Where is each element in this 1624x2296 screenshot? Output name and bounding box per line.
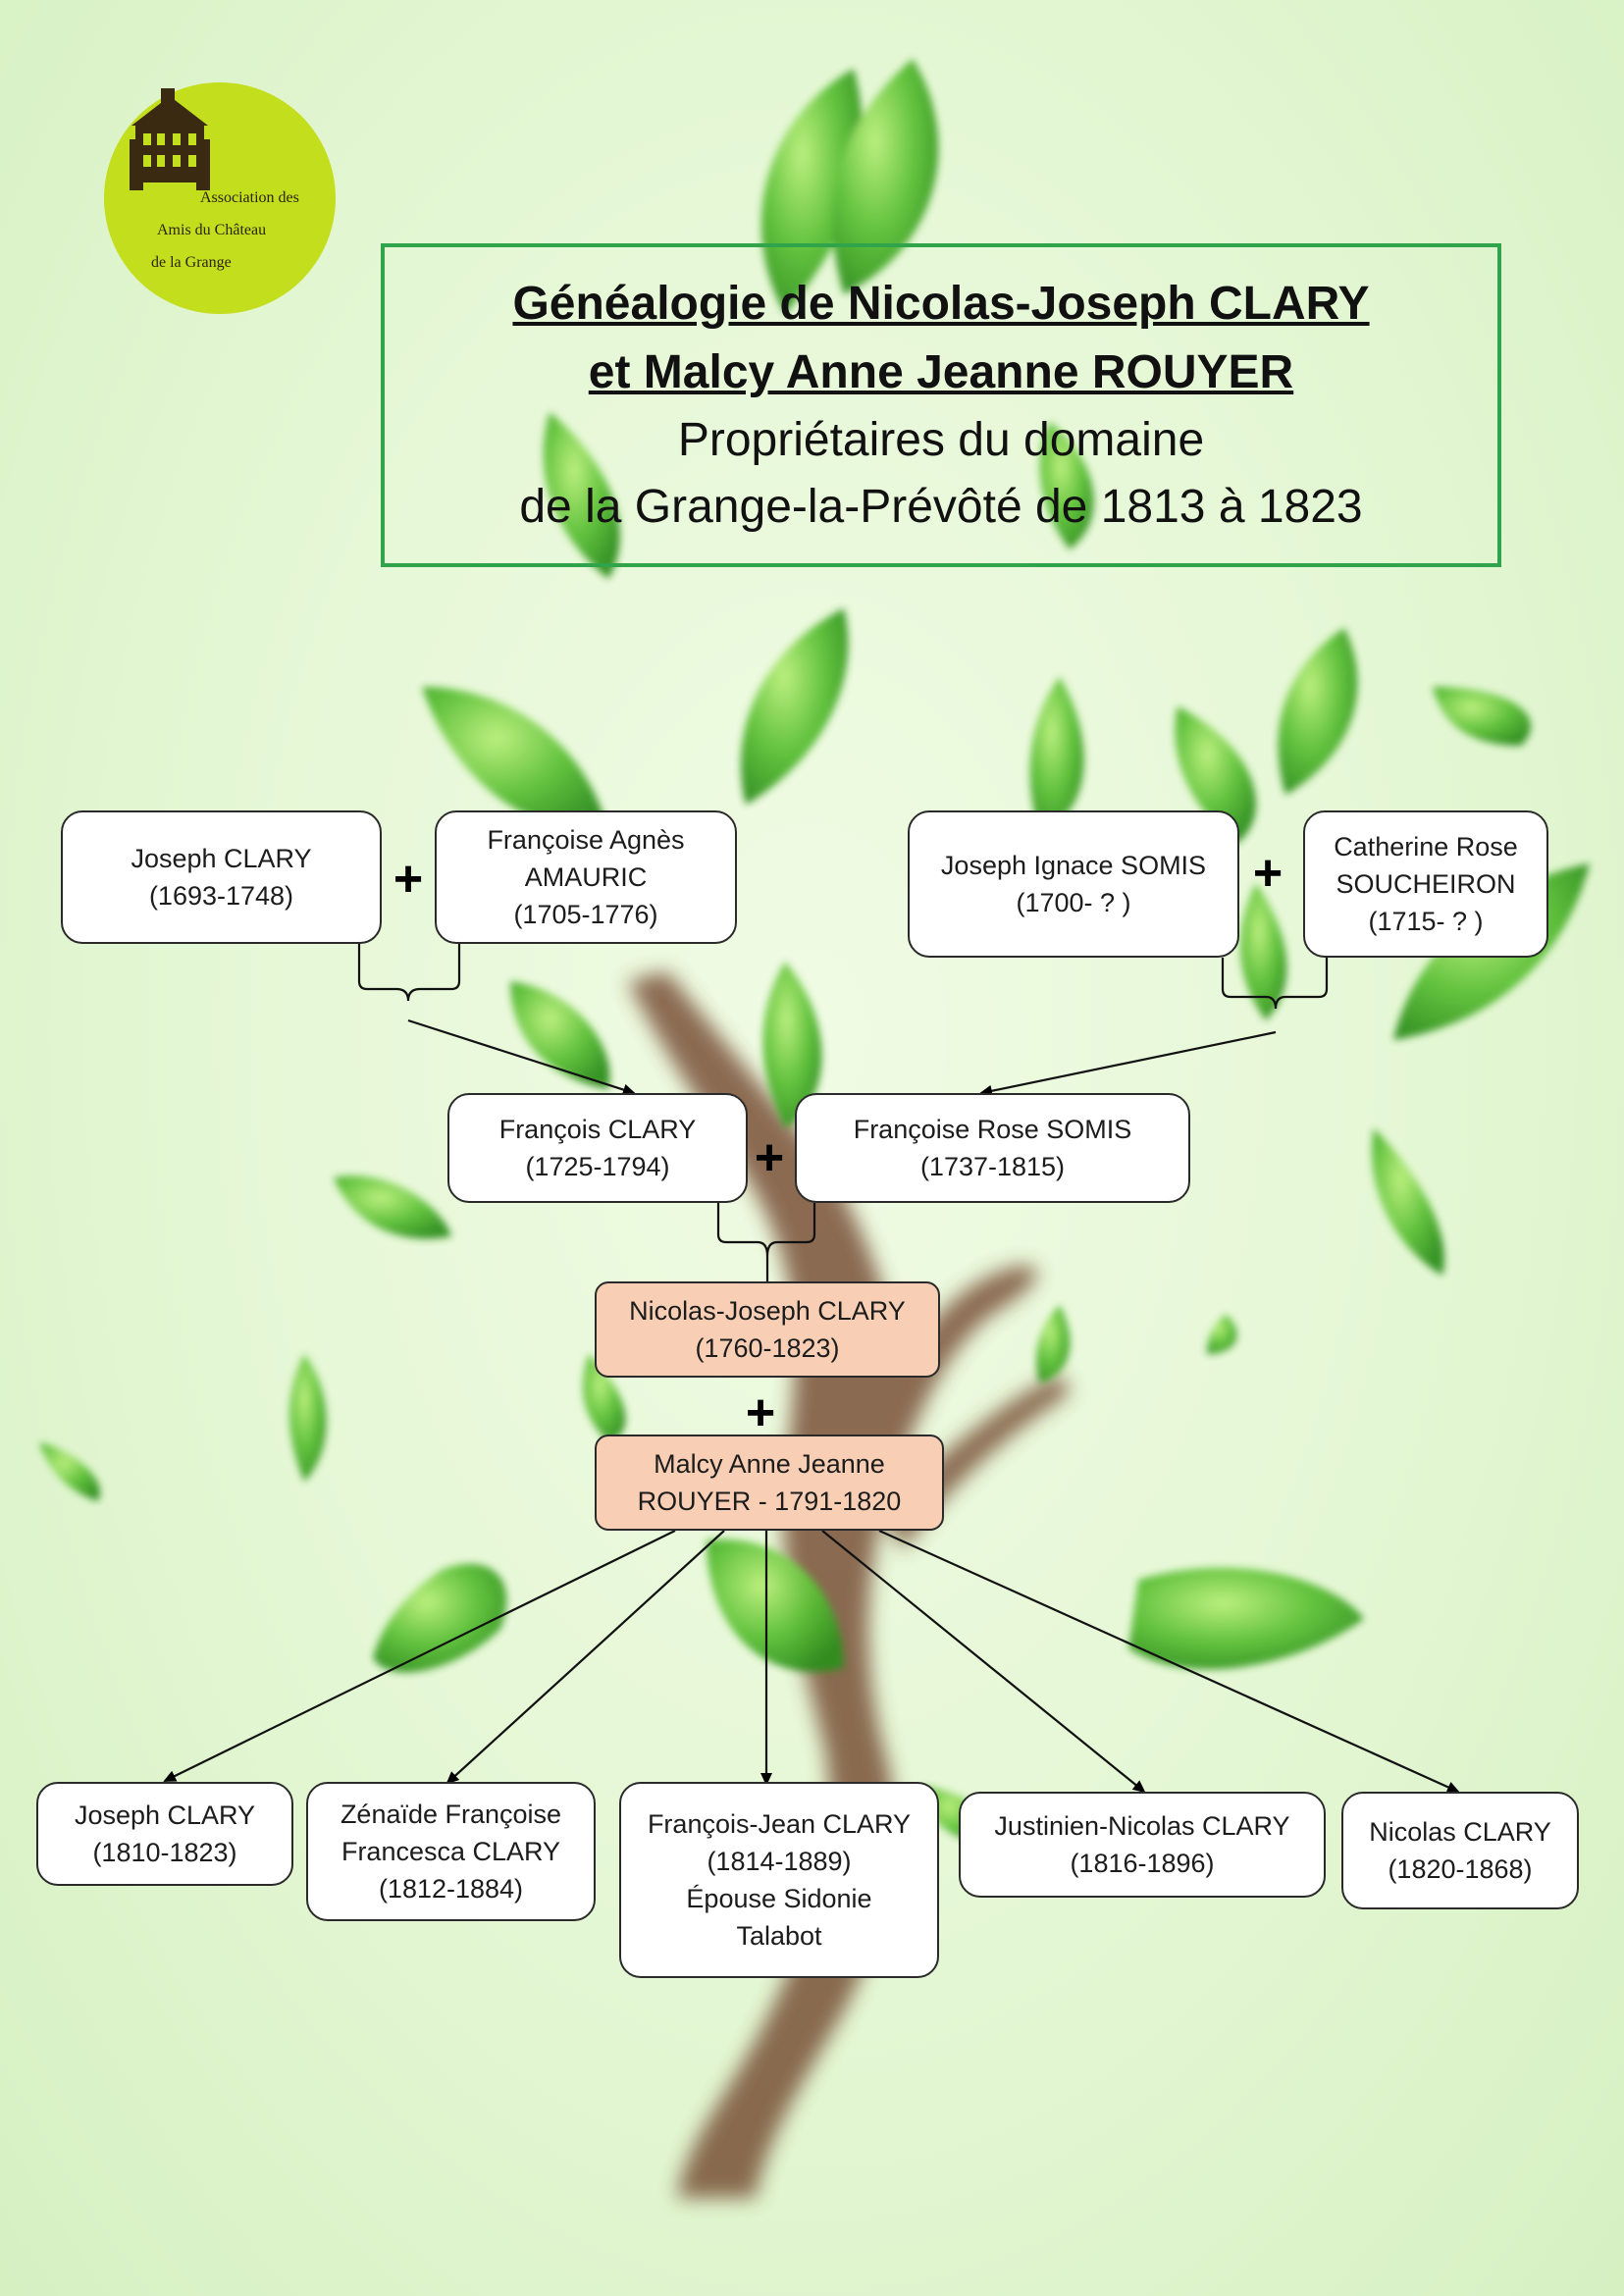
person-dates: (1737-1815)	[919, 1152, 1066, 1181]
person-name: Catherine Rose	[1334, 832, 1518, 861]
person-name-dates: ROUYER - 1791-1820	[637, 1487, 902, 1516]
association-logo: Association des Amis du Château de la Gr…	[104, 82, 336, 314]
person-name: Nicolas CLARY	[1369, 1817, 1551, 1847]
subtitle-line-2: de la Grange-la-Prévôté de 1813 à 1823	[519, 481, 1363, 533]
logo-text-line3: de la Grange	[151, 254, 232, 271]
person-dates: (1693-1748)	[148, 881, 294, 911]
logo-text-line1: Association des	[200, 189, 299, 206]
person-francois-jean-clary: François-Jean CLARY (1814-1889) Épouse S…	[619, 1782, 939, 1978]
person-name: François-Jean CLARY	[647, 1809, 912, 1839]
person-dates: (1814-1889)	[707, 1847, 852, 1876]
link-child-5	[878, 1529, 1460, 1794]
person-nicolas-clary-1820: Nicolas CLARY (1820-1868)	[1341, 1792, 1579, 1909]
union-plus-sign: +	[393, 851, 424, 908]
title-line-2: et Malcy Anne Jeanne ROUYER	[588, 346, 1294, 398]
person-catherine-rose-soucheiron: Catherine Rose SOUCHEIRON (1715- ? )	[1303, 810, 1548, 958]
link-child-2	[445, 1530, 725, 1785]
person-dates: (1705-1776)	[513, 900, 658, 929]
person-dates: (1820-1868)	[1388, 1854, 1533, 1884]
person-dates: (1760-1823)	[695, 1333, 840, 1363]
person-zenaide-francoise-francesca-clary: Zénaïde Françoise Francesca CLARY (1812-…	[306, 1782, 596, 1921]
person-name: Nicolas-Joseph CLARY	[629, 1296, 906, 1326]
person-francoise-agnes-amauric: Françoise Agnès AMAURIC (1705-1776)	[435, 810, 737, 944]
person-malcy-anne-jeanne-rouyer: Malcy Anne Jeanne ROUYER - 1791-1820	[595, 1435, 944, 1531]
link-child-1	[163, 1530, 676, 1782]
union-plus-sign: +	[754, 1129, 785, 1186]
union-plus-sign: +	[745, 1384, 776, 1441]
person-name: Justinien-Nicolas CLARY	[994, 1811, 1290, 1841]
subtitle-line-1: Propriétaires du domaine	[677, 414, 1205, 466]
person-name: Joseph CLARY	[74, 1800, 256, 1830]
person-name: Françoise Rose SOMIS	[853, 1115, 1132, 1144]
person-name: François CLARY	[498, 1115, 697, 1144]
person-name: Zénaïde Françoise	[340, 1800, 562, 1829]
person-nicolas-joseph-clary: Nicolas-Joseph CLARY (1760-1823)	[595, 1281, 940, 1378]
person-dates: (1725-1794)	[525, 1152, 670, 1181]
person-name-2: AMAURIC	[524, 862, 648, 892]
person-name: Joseph CLARY	[131, 844, 312, 873]
bracket-francois-francoise	[716, 1203, 816, 1257]
person-francoise-rose-somis: Françoise Rose SOMIS (1737-1815)	[795, 1093, 1190, 1203]
person-name: Françoise Agnès	[487, 825, 685, 855]
logo-text-line2: Amis du Château	[157, 222, 266, 238]
person-name-2: Francesca CLARY	[341, 1837, 561, 1866]
person-dates: (1715- ? )	[1368, 907, 1484, 936]
person-dates: (1700- ? )	[1016, 888, 1131, 917]
person-name-2: SOUCHEIRON	[1336, 869, 1516, 899]
person-spouse-2: Talabot	[736, 1921, 822, 1951]
person-spouse: Épouse Sidonie	[686, 1884, 872, 1913]
title-box: Généalogie de Nicolas-Joseph CLARY et Ma…	[381, 243, 1501, 567]
union-plus-sign: +	[1252, 845, 1283, 902]
bracket-clary-amauric	[357, 944, 461, 1002]
link-to-francoise-rose	[979, 1030, 1277, 1097]
person-joseph-clary-1810: Joseph CLARY (1810-1823)	[36, 1782, 293, 1886]
link-to-francois-clary	[407, 1018, 636, 1096]
person-francois-clary: François CLARY (1725-1794)	[447, 1093, 748, 1203]
chateau-icon	[130, 88, 210, 190]
person-dates: (1810-1823)	[92, 1838, 237, 1867]
person-joseph-clary-1693: Joseph CLARY (1693-1748)	[61, 810, 382, 944]
link-child-4	[821, 1530, 1146, 1794]
person-joseph-ignace-somis: Joseph Ignace SOMIS (1700- ? )	[908, 810, 1239, 958]
bracket-somis-soucheiron	[1221, 958, 1329, 1010]
person-justinien-nicolas-clary: Justinien-Nicolas CLARY (1816-1896)	[959, 1792, 1326, 1898]
person-dates: (1812-1884)	[378, 1874, 524, 1904]
person-name: Joseph Ignace SOMIS	[940, 851, 1207, 880]
person-name: Malcy Anne Jeanne	[654, 1449, 885, 1479]
person-dates: (1816-1896)	[1070, 1849, 1215, 1878]
title-line-1: Généalogie de Nicolas-Joseph CLARY	[512, 278, 1370, 330]
